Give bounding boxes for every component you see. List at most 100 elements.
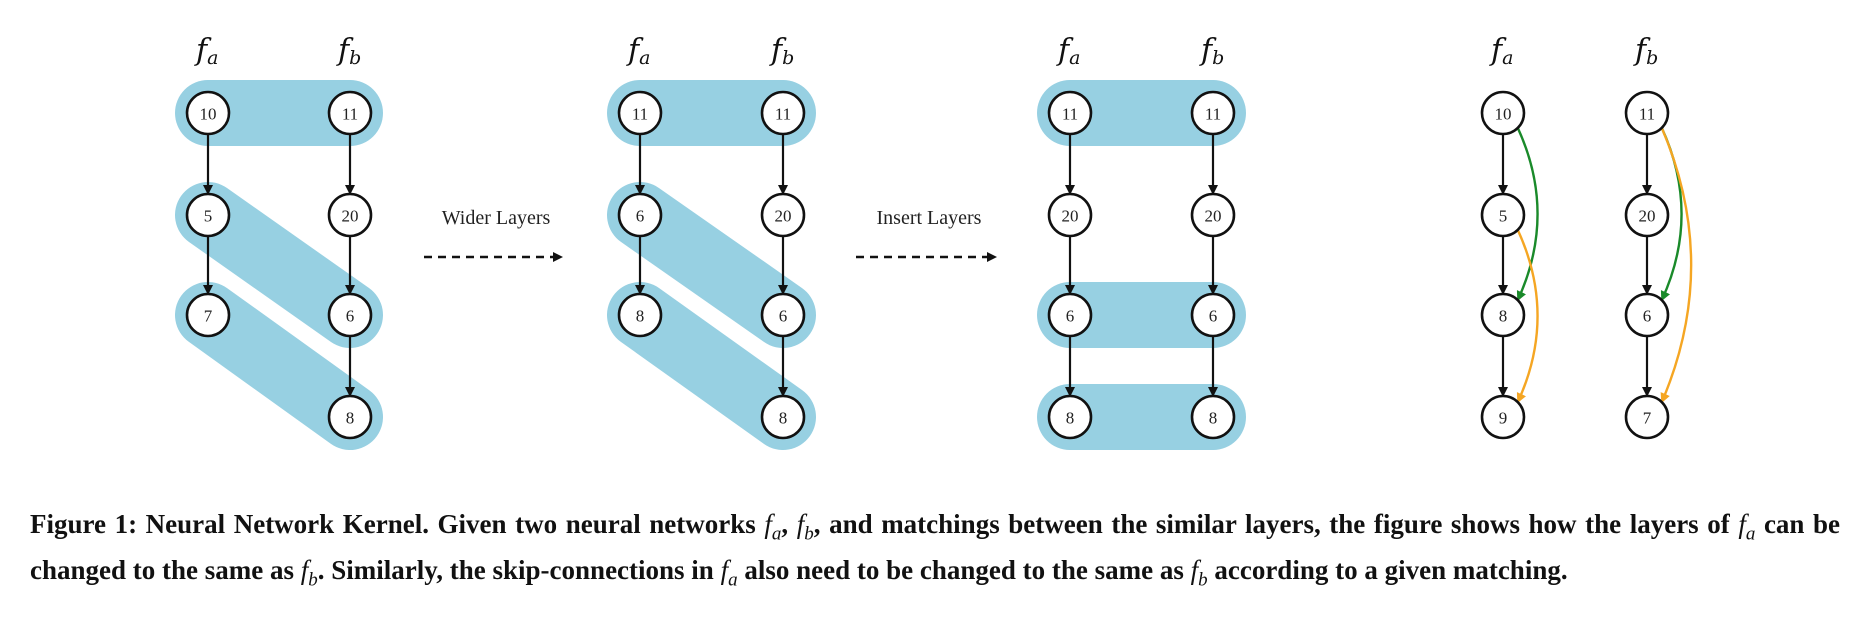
node-circle (1047, 90, 1093, 136)
node-circle (760, 292, 806, 338)
layer-node: 11 (760, 90, 806, 136)
caption-text: according to a given matching. (1207, 555, 1568, 586)
matching-band (175, 282, 383, 450)
node-label: 8 (346, 409, 355, 428)
network-label: fa (1056, 33, 1080, 69)
node-circle (1624, 394, 1670, 440)
node-label: 5 (1499, 207, 1508, 226)
layer-node: 6 (617, 192, 663, 238)
node-circle (617, 192, 663, 238)
node-label: 6 (779, 307, 788, 326)
layer-node: 20 (760, 192, 806, 238)
node-circle (1624, 90, 1670, 136)
layer-node: 11 (1624, 90, 1670, 136)
node-circle (617, 292, 663, 338)
caption-text: Figure 1: Neural Network Kernel. Given t… (30, 509, 765, 539)
node-circle (185, 192, 231, 238)
layer-node: 8 (327, 394, 373, 440)
layer-node: 11 (1047, 90, 1093, 136)
matching-bands (175, 80, 1246, 450)
network-label: fa (626, 33, 650, 69)
caption-text: can be changed to the same as (30, 509, 1841, 586)
network-kernel-diagram: 1057112068116811206811206811206810589112… (175, 33, 1693, 450)
caption-text: , (781, 509, 797, 539)
node-label: 20 (342, 207, 359, 226)
network-label: fb (1633, 33, 1658, 69)
caption-math: fa (1738, 509, 1756, 545)
layer-node: 8 (1190, 394, 1236, 440)
node-circle (1480, 192, 1526, 238)
node-label: 6 (1066, 307, 1075, 326)
node-label: 10 (1495, 105, 1512, 124)
node-label: 20 (1639, 207, 1656, 226)
skip-connection-edge (1516, 229, 1539, 404)
matching-band (607, 282, 816, 450)
node-circle (760, 90, 806, 136)
node-circle (1047, 394, 1093, 440)
node-label: 11 (342, 105, 358, 124)
layer-node: 20 (327, 192, 373, 238)
node-circle (1190, 394, 1236, 440)
layer-node: 10 (185, 90, 231, 136)
layer-node: 20 (1047, 192, 1093, 238)
layer-node: 8 (1480, 292, 1526, 338)
layer-node: 9 (1480, 394, 1526, 440)
caption-math: fa (720, 555, 738, 591)
layer-node: 7 (1624, 394, 1670, 440)
network-label: fb (336, 33, 361, 69)
node-label: 10 (200, 105, 217, 124)
node-label: 7 (204, 307, 213, 326)
layer-node: 20 (1624, 192, 1670, 238)
node-label: 11 (1639, 105, 1655, 124)
node-label: 8 (1066, 409, 1075, 428)
node-label: 7 (1643, 409, 1652, 428)
layer-node: 11 (327, 90, 373, 136)
layer-node: 6 (1624, 292, 1670, 338)
node-label: 6 (1643, 307, 1652, 326)
op-label-wider-layers: Wider Layers (442, 207, 551, 229)
node-circle (327, 292, 373, 338)
node-circle (327, 192, 373, 238)
node-label: 9 (1499, 409, 1508, 428)
layer-node: 11 (1190, 90, 1236, 136)
node-label: 6 (1209, 307, 1218, 326)
layer-node: 8 (617, 292, 663, 338)
layer-node: 7 (185, 292, 231, 338)
node-label: 11 (1205, 105, 1221, 124)
layer-node: 6 (327, 292, 373, 338)
node-circle (1480, 292, 1526, 338)
figure-caption: Figure 1: Neural Network Kernel. Given t… (30, 506, 1840, 599)
node-circle (1624, 292, 1670, 338)
caption-math: fa (764, 509, 782, 545)
node-label: 11 (1062, 105, 1078, 124)
node-label: 8 (779, 409, 788, 428)
caption-text: , and matchings between the similar laye… (813, 509, 1739, 539)
node-circle (1190, 192, 1236, 238)
network-label: fb (769, 33, 794, 69)
caption-math: fb (300, 555, 318, 591)
node-label: 11 (775, 105, 791, 124)
node-circle (185, 90, 231, 136)
layer-node: 11 (617, 90, 663, 136)
layer-node: 8 (1047, 394, 1093, 440)
node-label: 11 (632, 105, 648, 124)
layer-node: 5 (1480, 192, 1526, 238)
network-label: fa (194, 33, 218, 69)
node-label: 20 (775, 207, 792, 226)
skip-connection-edge (1516, 127, 1539, 302)
layer-node: 8 (760, 394, 806, 440)
node-circle (1047, 192, 1093, 238)
matching-band (607, 182, 816, 348)
node-label: 6 (346, 307, 355, 326)
node-label: 8 (1499, 307, 1508, 326)
network-label: fb (1199, 33, 1224, 69)
node-circle (327, 90, 373, 136)
node-circle (327, 394, 373, 440)
network-label: fa (1489, 33, 1513, 69)
operations: Wider Layers Insert Layers (424, 207, 997, 262)
node-label: 5 (204, 207, 213, 226)
layer-node: 10 (1480, 90, 1526, 136)
skip-connection-edge (1660, 127, 1693, 404)
node-circle (760, 192, 806, 238)
layer-node: 6 (760, 292, 806, 338)
